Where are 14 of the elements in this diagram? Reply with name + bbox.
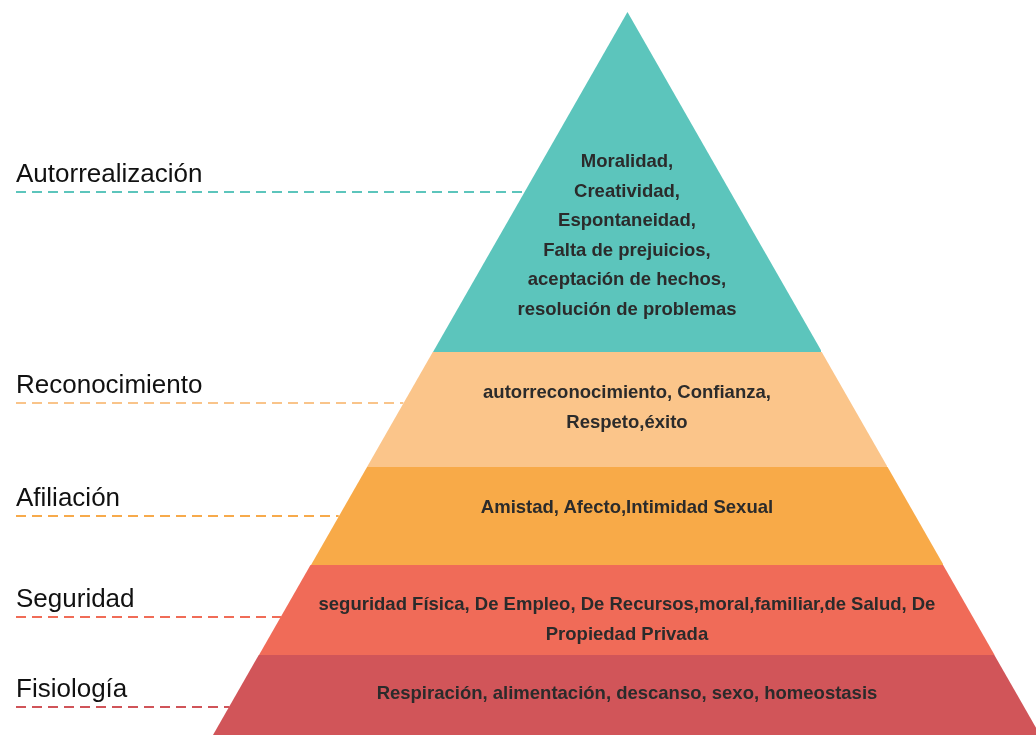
- band-text: autorreconocimiento, Confianza, Respeto,éxito: [483, 381, 771, 432]
- level-label: Afiliación: [16, 482, 121, 512]
- band-text: seguridad Física, De Empleo, De Recursos,moral,familiar,de Salud, De Propiedad Privada: [318, 593, 936, 644]
- band-text: Moralidad, Creatividad, Espontaneidad, Falta de prejuicios, aceptación de hechos, resolución de problemas: [517, 150, 737, 319]
- leader-line: [15, 616, 282, 618]
- leader-line: [15, 515, 340, 517]
- leader-line: [15, 402, 405, 404]
- level-label: Seguridad: [16, 583, 135, 613]
- band-text: Respiración, alimentación, descanso, sexo, homeostasis: [376, 682, 878, 703]
- band-text: Amistad, Afecto,Intimidad Sexual: [480, 496, 774, 517]
- level-label: Fisiología: [16, 673, 128, 703]
- level-label: Autorrealización: [16, 158, 203, 188]
- leader-line: [15, 706, 231, 708]
- level-label: Reconocimiento: [16, 369, 203, 399]
